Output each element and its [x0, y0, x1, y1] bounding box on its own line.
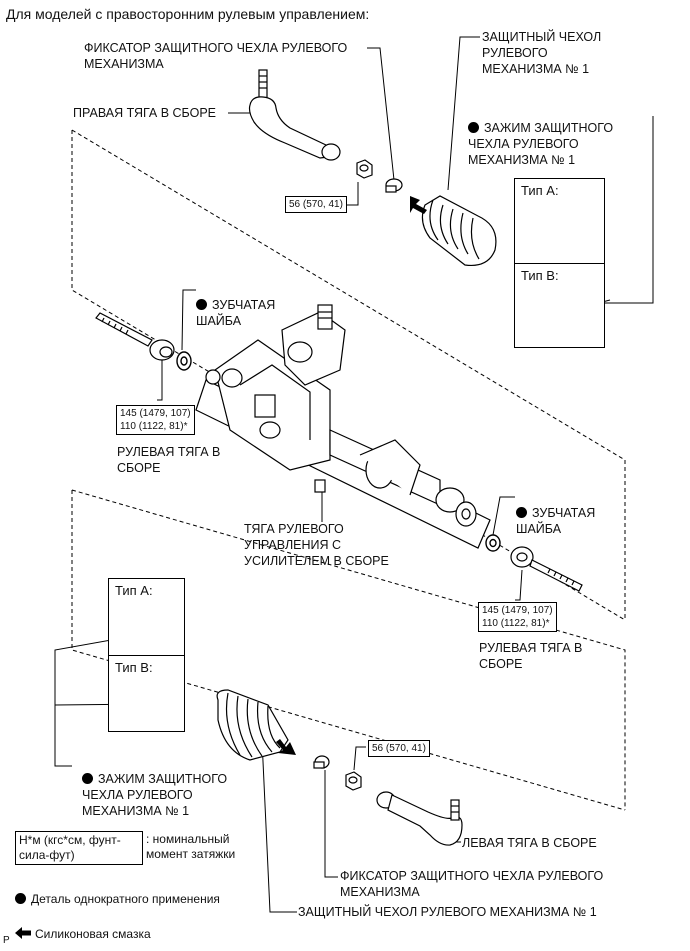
boot-top: [421, 195, 497, 267]
filled-circle-icon: [15, 893, 26, 904]
legend-torque-desc: : номинальный момент затяжки: [146, 832, 236, 861]
claw-washer-right: [485, 534, 501, 552]
non-reusable-icon: [468, 122, 479, 133]
legend-silicone: Силиконовая смазка: [15, 910, 151, 942]
label-boot-clip-top: ЗАЖИМ ЗАЩИТНОГО ЧЕХЛА РУЛЕВОГО МЕХАНИЗМА…: [468, 121, 614, 167]
torque-rack-left: 145 (1479, 107) 110 (1122, 81)*: [116, 405, 195, 435]
right-tie-rod-end: [248, 69, 341, 161]
boot-clamp-bottom: [313, 755, 330, 769]
non-reusable-icon: [82, 773, 93, 784]
type-a-label: Тип A:: [521, 183, 559, 198]
type-box-bottom: Тип A: Тип B:: [108, 578, 185, 732]
label-boot-clip-bottom: ЗАЖИМ ЗАЩИТНОГО ЧЕХЛА РУЛЕВОГО МЕХАНИЗМА…: [82, 772, 228, 818]
label-gear-assembly: ТЯГА РУЛЕВОГО УПРАВЛЕНИЯ С УСИЛИТЕЛЕМ В …: [244, 522, 389, 568]
rack-end-right: [510, 546, 583, 592]
label-rack-end-right: РУЛЕВАЯ ТЯГА В СБОРЕ: [479, 641, 583, 671]
non-reusable-icon: [196, 299, 207, 310]
page-header: Для моделей с правосторонним рулевым упр…: [6, 6, 370, 22]
torque-rack-right: 145 (1479, 107) 110 (1122, 81)*: [478, 602, 557, 632]
label-left-tie-rod-end: ЛЕВАЯ ТЯГА В СБОРЕ: [462, 836, 597, 850]
steering-gear-body: [195, 304, 491, 549]
rack-end-left: [95, 312, 175, 361]
nut-bottom: [345, 771, 362, 791]
arrow-left-icon: [15, 927, 31, 939]
label-claw-washer-right: ЗУБЧАТАЯ ШАЙБА: [516, 506, 596, 536]
label-boot-clamp-bottom: ФИКСАТОР ЗАЩИТНОГО ЧЕХЛА РУЛЕВОГО МЕХАНИ…: [340, 869, 604, 899]
label-boot-bottom: ЗАЩИТНЫЙ ЧЕХОЛ РУЛЕВОГО МЕХАНИЗМА № 1: [298, 905, 597, 919]
type-box-top: Тип A: Тип B:: [514, 178, 605, 348]
torque-nut-bottom: 56 (570, 41): [368, 740, 430, 757]
label-boot-top: ЗАЩИТНЫЙ ЧЕХОЛ РУЛЕВОГО МЕХАНИЗМА № 1: [482, 30, 602, 76]
left-tie-rod-end: [376, 791, 463, 846]
type-b-label: Тип B:: [115, 660, 153, 675]
claw-washer-left: [176, 351, 192, 371]
label-claw-washer-left: ЗУБЧАТАЯ ШАЙБА: [196, 298, 276, 328]
silicone-arrow-top: [410, 196, 427, 214]
legend-torque-box: Н*м (кгс*см, фунт- сила-фут): [15, 831, 143, 865]
torque-nut-top: 56 (570, 41): [285, 196, 347, 213]
type-b-label: Тип B:: [521, 268, 559, 283]
corner-mark: P: [3, 935, 10, 946]
nut-top: [356, 159, 373, 179]
label-rack-end-left: РУЛЕВАЯ ТЯГА В СБОРЕ: [117, 445, 221, 475]
boot-clamp-top: [385, 178, 403, 193]
boot-bottom: [216, 689, 289, 761]
type-a-label: Тип A:: [115, 583, 153, 598]
label-right-tie-rod-end: ПРАВАЯ ТЯГА В СБОРЕ: [73, 106, 217, 120]
label-boot-clamp-top: ФИКСАТОР ЗАЩИТНОГО ЧЕХЛА РУЛЕВОГО МЕХАНИ…: [84, 41, 348, 71]
silicone-arrow-bottom: [276, 739, 296, 755]
legend-non-reusable: Деталь однократного применения: [15, 875, 220, 907]
non-reusable-icon: [516, 507, 527, 518]
